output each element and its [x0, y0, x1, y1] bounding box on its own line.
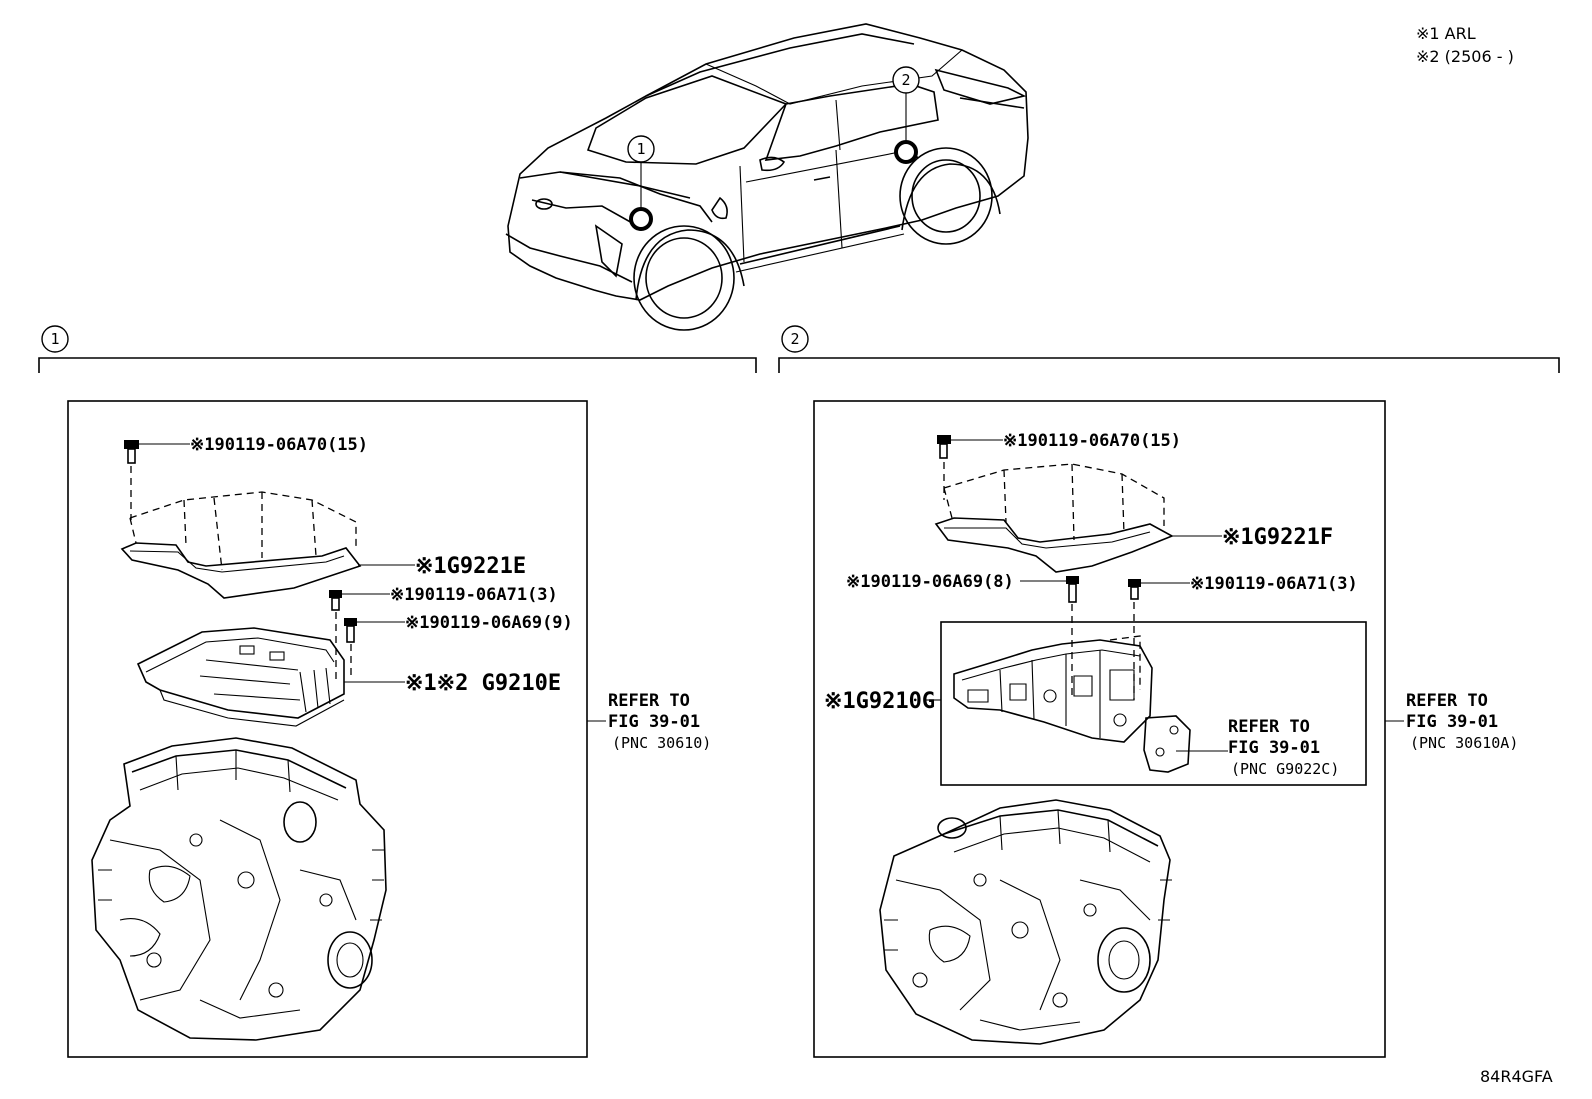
right-solenoid-plate [1143, 715, 1228, 773]
figure-code: 84R4GFA [1480, 1067, 1553, 1086]
right-part-valve-body: ※1G9210G [824, 689, 935, 714]
right-inner-refer-line2: FIG 39-01 [1228, 738, 1320, 758]
right-valve-body [953, 635, 1153, 743]
svg-text:1: 1 [636, 140, 645, 158]
svg-text:1: 1 [50, 330, 59, 348]
right-valve-body-frame [940, 621, 1367, 786]
left-refer-line1: REFER TO [608, 691, 690, 711]
left-part-pan: ※1G9221E [415, 554, 526, 579]
left-valve-body [136, 627, 405, 727]
svg-text:2: 2 [901, 71, 910, 89]
section-bracket-1: 1 [38, 325, 757, 373]
right-bolt-a-icon [1020, 576, 1079, 603]
right-part-bolt-b: ※190119-06A71(3) [1190, 574, 1358, 594]
right-refer-line1: REFER TO [1406, 691, 1488, 711]
right-part-bolt-a: ※190119-06A69(8) [846, 572, 1014, 592]
left-part-valve-body: ※1※2 G9210E [405, 671, 561, 696]
right-panel-frame [813, 400, 1386, 1058]
svg-text:2: 2 [790, 330, 799, 348]
left-refer-line2: FIG 39-01 [608, 712, 700, 732]
left-panel-frame [67, 400, 588, 1058]
right-oil-pan [934, 463, 1222, 573]
left-part-bolt-top: ※190119-06A70(15) [190, 435, 368, 455]
callout-2: 2 [892, 66, 920, 94]
note-date: ※2 (2506 - ) [1416, 47, 1514, 66]
note-arl: ※1 ARL [1416, 24, 1476, 43]
right-transaxle-assembly [879, 799, 1172, 1045]
location-marker-1 [629, 207, 653, 231]
vehicle-illustration [505, 23, 1029, 331]
left-bolt-a-icon [329, 590, 390, 611]
right-bolt-top-icon [937, 435, 1003, 459]
right-refer-line3: (PNC 30610A) [1410, 734, 1518, 752]
left-refer-line3: (PNC 30610) [612, 734, 711, 752]
left-part-bolt-b: ※190119-06A69(9) [405, 613, 573, 633]
right-part-pan: ※1G9221F [1222, 525, 1333, 550]
left-oil-pan [120, 491, 415, 599]
right-refer-line2: FIG 39-01 [1406, 712, 1498, 732]
location-marker-2 [894, 140, 918, 164]
callout-1: 1 [627, 135, 655, 163]
right-part-bolt-top: ※190119-06A70(15) [1003, 431, 1181, 451]
section-bracket-2: 2 [778, 325, 1560, 373]
left-part-bolt-a: ※190119-06A71(3) [390, 585, 558, 605]
right-bolt-b-icon [1128, 579, 1190, 600]
right-inner-refer-line3: (PNC G9022C) [1231, 760, 1339, 778]
left-bolt-top-icon [124, 440, 190, 464]
right-inner-refer-line1: REFER TO [1228, 717, 1310, 737]
left-transaxle-assembly [91, 737, 387, 1041]
left-bolt-b-icon [344, 618, 405, 643]
